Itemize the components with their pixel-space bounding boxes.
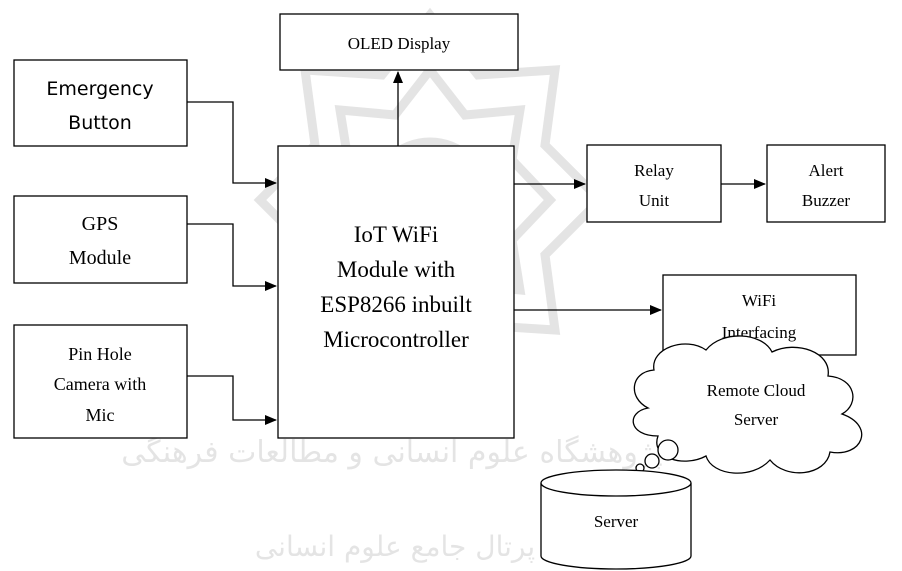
connectors xyxy=(187,71,766,425)
iot-label-3: ESP8266 inbuilt xyxy=(320,292,472,317)
alert-buzzer-block: Alert Buzzer xyxy=(766,144,886,223)
camera-label-1: Pin Hole xyxy=(68,344,132,364)
gps-label-2: Module xyxy=(69,247,131,269)
oled-display-label: OLED Display xyxy=(348,34,451,53)
watermark-line1: پژوهشگاه علوم انسانی و مطالعات فرهنگی xyxy=(121,435,663,470)
emergency-button-block: Emergency Button xyxy=(13,59,188,147)
iot-label-1: IoT WiFi xyxy=(354,222,439,247)
watermark-line2: پرتال جامع علوم انسانی xyxy=(255,530,535,563)
iot-label-2: Module with xyxy=(337,257,456,282)
camera-block: Pin Hole Camera with Mic xyxy=(13,324,188,439)
emergency-label-1: Emergency xyxy=(46,78,153,100)
cloud-label-2: Server xyxy=(734,410,779,429)
watermark: پژوهشگاه علوم انسانی و مطالعات فرهنگی پر… xyxy=(121,7,663,563)
buzzer-label-2: Buzzer xyxy=(802,191,850,210)
gps-module-block: GPS Module xyxy=(13,195,188,284)
wifi-label-1: WiFi xyxy=(742,291,777,310)
emergency-label-2: Button xyxy=(68,112,132,134)
cloud-label-1: Remote Cloud xyxy=(707,381,806,400)
relay-unit-block: Relay Unit xyxy=(586,144,722,223)
camera-label-3: Mic xyxy=(86,405,115,425)
arrow-gps-to-iot xyxy=(187,223,277,291)
cloud-server-shape: Remote Cloud Server xyxy=(632,335,863,474)
server-label: Server xyxy=(594,512,639,531)
server-cylinder: Server xyxy=(540,469,692,570)
iot-module-block: IoT WiFi Module with ESP8266 inbuilt Mic… xyxy=(277,145,515,439)
camera-label-2: Camera with xyxy=(54,374,146,394)
buzzer-label-1: Alert xyxy=(809,161,844,180)
oled-display-block: OLED Display xyxy=(279,13,519,71)
relay-label-2: Unit xyxy=(639,191,670,210)
iot-label-4: Microcontroller xyxy=(323,327,469,352)
arrow-camera-to-iot xyxy=(187,375,277,425)
relay-label-1: Relay xyxy=(634,161,674,180)
arrow-emergency-to-iot xyxy=(187,101,277,188)
gps-label-1: GPS xyxy=(82,213,119,235)
